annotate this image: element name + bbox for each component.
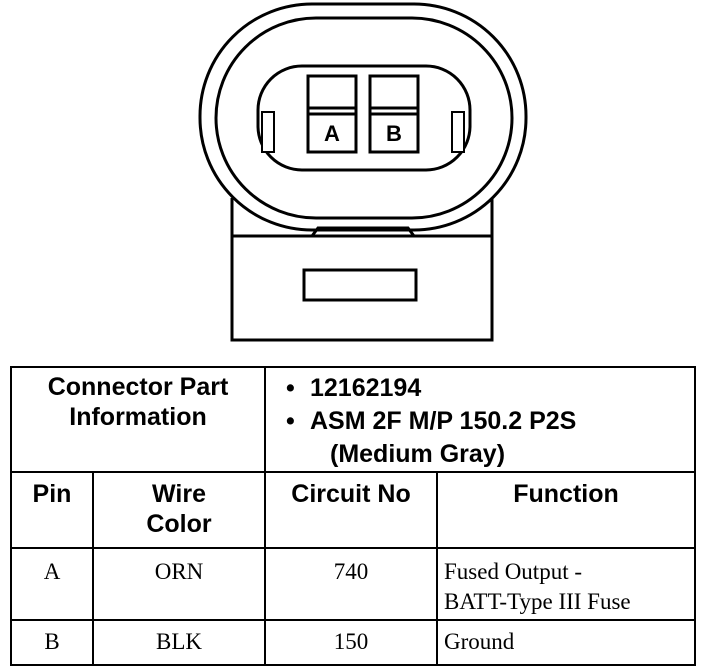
housing-latch	[310, 226, 416, 237]
row-a-function-line-1: Fused Output -	[444, 559, 582, 584]
pin-cavity	[256, 64, 472, 172]
row-b-wire-color: BLK	[92, 619, 266, 666]
part-number: 12162194	[310, 374, 422, 402]
cavity-left-notch	[261, 111, 275, 153]
column-header-circuit-no: Circuit No	[264, 471, 438, 549]
part-description: ASM 2F M/P 150.2 P2S	[310, 407, 577, 435]
row-b-circuit-no: 150	[264, 619, 438, 666]
connector-inner-ring	[214, 16, 514, 220]
row-b-pin: B	[10, 619, 94, 666]
part-info-row: Connector Part Information •12162194 •AS…	[10, 366, 697, 473]
connector-info-table: Connector Part Information •12162194 •AS…	[10, 366, 697, 666]
housing-tab	[302, 268, 418, 302]
cavity-right-notch	[451, 111, 465, 153]
pin-a-label-box	[306, 112, 358, 154]
pin-a-label: A	[324, 121, 340, 146]
column-header-row: Pin Wire Color Circuit No Function	[10, 471, 697, 549]
table-row: B BLK 150 Ground	[10, 619, 697, 666]
part-info-label-text: Connector Part Information	[47, 373, 229, 431]
row-a-function-line-2: BATT-Type III Fuse	[444, 589, 631, 614]
row-a-wire-color: ORN	[92, 547, 266, 621]
row-a-circuit-no: 740	[264, 547, 438, 621]
pin-b-label: B	[386, 121, 402, 146]
row-a-pin: A	[10, 547, 94, 621]
column-header-wire-color: Wire Color	[92, 471, 266, 549]
pin-b-label-box	[368, 112, 420, 154]
row-b-function: Ground	[435, 619, 697, 666]
column-header-pin: Pin	[10, 471, 94, 549]
part-info-values: •12162194 •ASM 2F M/P 150.2 P2S (Medium …	[263, 366, 697, 473]
column-header-function: Function	[435, 471, 697, 549]
part-info-label: Connector Part Information	[10, 366, 266, 473]
row-a-function: Fused Output - BATT-Type III Fuse	[435, 547, 697, 621]
table-row: A ORN 740 Fused Output - BATT-Type III F…	[10, 547, 697, 621]
connector-diagram: A B	[198, 2, 528, 342]
part-color: (Medium Gray)	[330, 440, 506, 468]
